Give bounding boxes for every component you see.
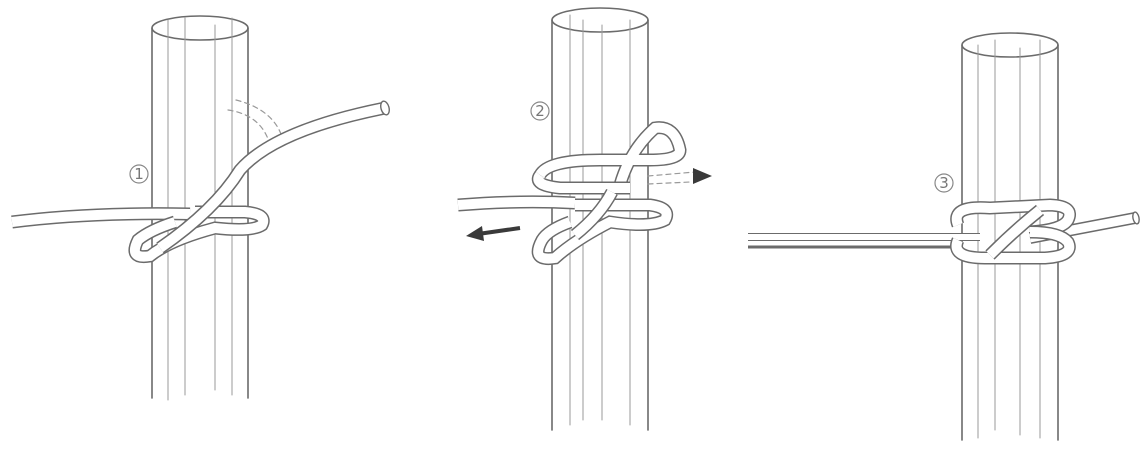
step-1-marker: 1 (129, 164, 149, 184)
step-1-label: 1 (134, 165, 144, 183)
arrow-left (466, 226, 521, 241)
arrow-right (693, 168, 712, 184)
step-1-illustration: 1 (11, 15, 390, 401)
step-3-illustration: 3 (748, 32, 1140, 441)
step-3-marker: 3 (934, 173, 954, 193)
step-2-label: 2 (535, 102, 545, 120)
rope-2 (457, 121, 696, 266)
step-2-marker: 2 (530, 101, 550, 121)
step-2-illustration: 2 (457, 7, 712, 431)
rope-1 (11, 100, 390, 264)
step-3-label: 3 (939, 174, 949, 192)
rope-3 (748, 198, 1140, 265)
